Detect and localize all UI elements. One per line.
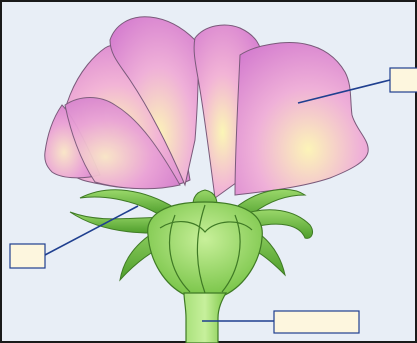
label-box-petal[interactable] [390, 68, 417, 92]
label-box-sepal[interactable] [10, 244, 45, 268]
label-box-stalk[interactable] [274, 311, 359, 333]
